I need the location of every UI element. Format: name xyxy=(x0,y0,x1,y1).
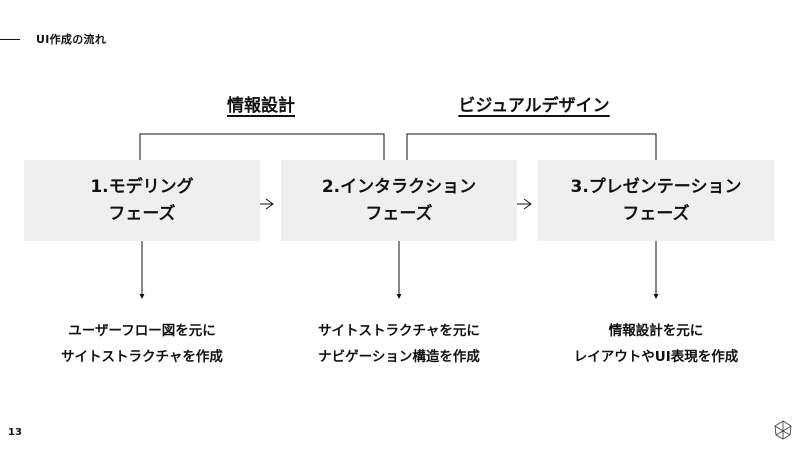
bracket-visual-design xyxy=(406,133,657,160)
arrowhead-phase2-to-phase3 xyxy=(523,198,532,210)
phase-description: サイトストラクチャを元に ナビゲーション構造を作成 xyxy=(318,323,480,365)
phase-label: 3.プレゼンテーション フェーズ xyxy=(570,176,742,224)
bracket-information-design xyxy=(139,133,385,160)
arrowhead-phase2-down xyxy=(396,294,402,299)
phase-box-modeling: 1.モデリング フェーズ xyxy=(24,160,260,241)
phase-label: 2.インタラクション フェーズ xyxy=(321,176,477,224)
geometric-logo-icon xyxy=(774,420,792,440)
header-title: UI作成の流れ xyxy=(36,33,107,46)
phase-label: 1.モデリング フェーズ xyxy=(90,176,194,224)
arrowhead-phase3-down xyxy=(653,294,659,299)
group-title-visual-design: ビジュアルデザイン xyxy=(458,96,610,116)
phase-description: ユーザーフロー図を元に サイトストラクチャを作成 xyxy=(61,323,223,365)
page-number: 13 xyxy=(8,427,22,438)
phase-box-interaction: 2.インタラクション フェーズ xyxy=(281,160,517,241)
arrowhead-phase1-down xyxy=(139,294,145,299)
group-title-information-design: 情報設計 xyxy=(227,96,295,116)
arrowhead-phase1-to-phase2 xyxy=(265,198,274,210)
header-rule xyxy=(0,39,20,40)
phase-box-presentation: 3.プレゼンテーション フェーズ xyxy=(538,160,774,241)
phase-description: 情報設計を元に レイアウトやUI表現を作成 xyxy=(573,323,739,365)
